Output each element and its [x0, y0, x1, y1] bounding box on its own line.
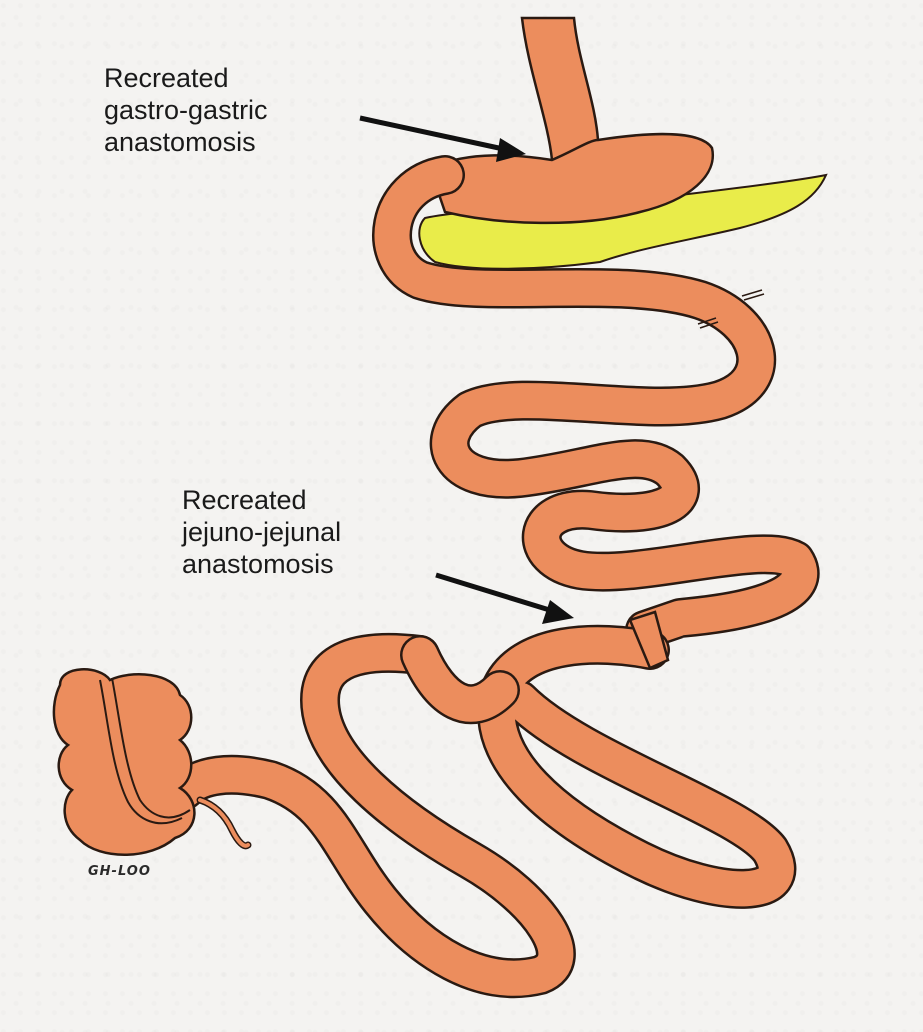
artist-signature: GH-LOO [88, 864, 151, 879]
appendix [200, 800, 248, 846]
label-gastro-gastric-anastomosis: Recreated gastro-gastric anastomosis [104, 62, 268, 158]
label-line: jejuno-jejunal [182, 516, 341, 548]
esophagus [522, 18, 598, 160]
arrow-jejuno-jejunal [436, 575, 574, 624]
label-line: gastro-gastric [104, 94, 268, 126]
label-line: anastomosis [182, 548, 341, 580]
colon [54, 669, 195, 854]
label-line: Recreated [182, 484, 341, 516]
label-jejuno-jejunal-anastomosis: Recreated jejuno-jejunal anastomosis [182, 484, 341, 580]
label-line: anastomosis [104, 126, 268, 158]
label-line: Recreated [104, 62, 268, 94]
